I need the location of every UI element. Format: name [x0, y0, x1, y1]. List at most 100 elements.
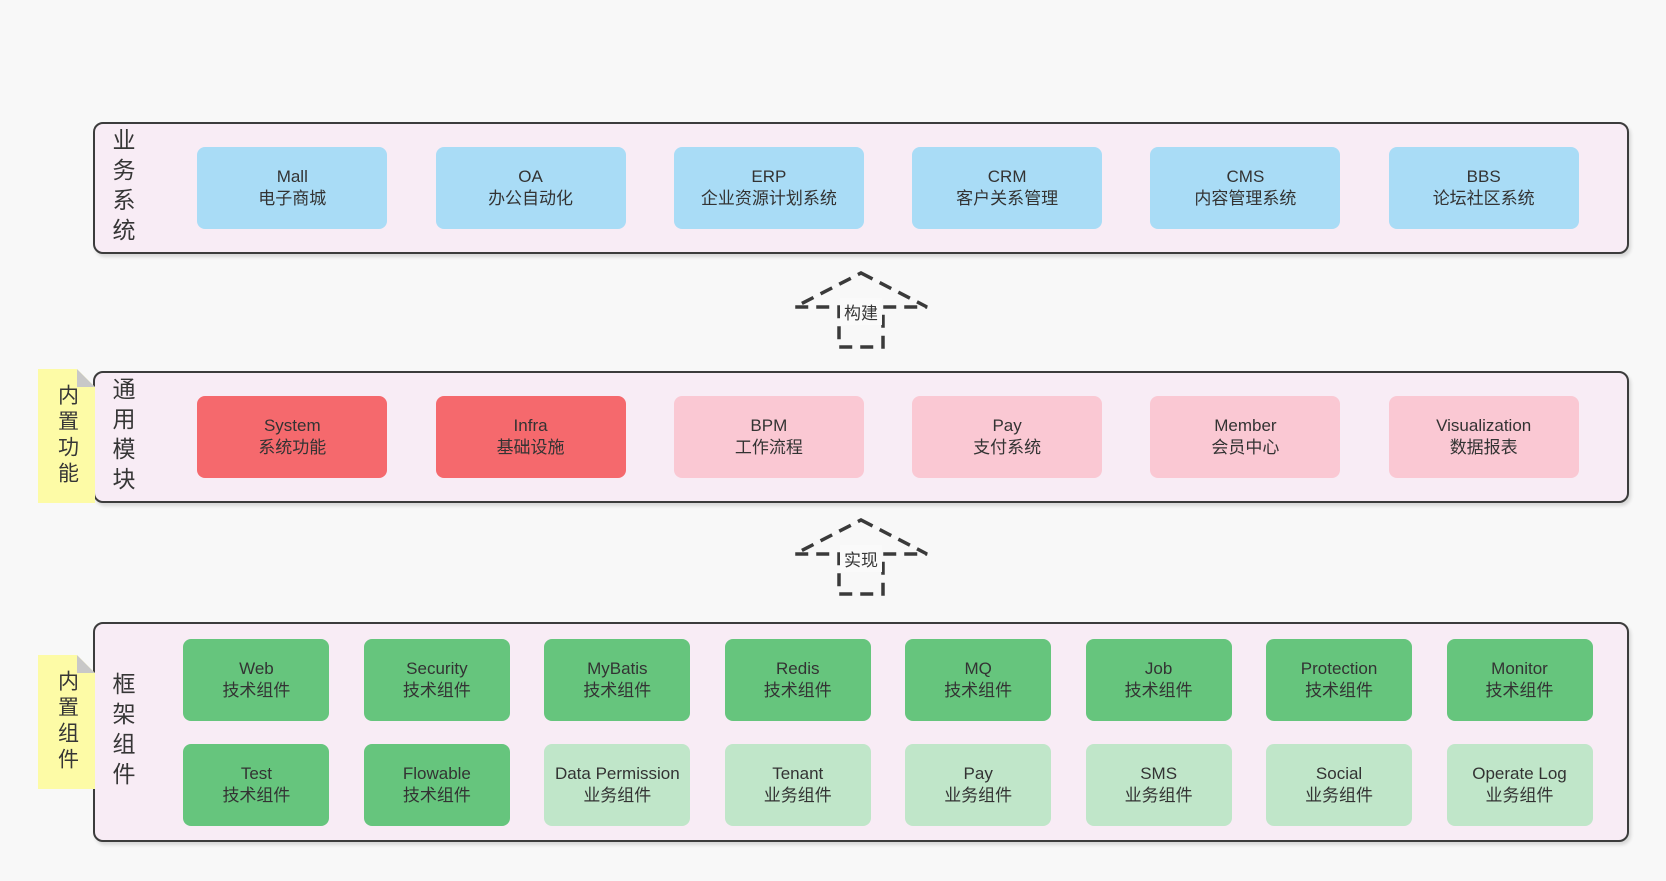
framework-components-row-2: Test 技术组件 Flowable 技术组件 Data Permission …: [149, 743, 1627, 826]
box-name: Pay: [963, 763, 993, 783]
box-mq: MQ 技术组件: [905, 638, 1052, 721]
box-desc: 技术组件: [944, 680, 1013, 700]
box-desc: 企业资源计划系统: [700, 189, 837, 208]
framework-components-row-1: Web 技术组件 Security 技术组件 MyBatis 技术组件 Redi…: [149, 638, 1627, 721]
box-member: Member 会员中心: [1150, 396, 1341, 478]
box-mybatis: MyBatis 技术组件: [544, 638, 691, 721]
band-label-business-systems: 业务系统: [95, 124, 149, 252]
build-arrow-label: 构建: [840, 298, 882, 325]
box-web: Web 技术组件: [183, 638, 330, 721]
box-name: Job: [1144, 658, 1173, 678]
implement-arrow: 实现: [791, 517, 931, 597]
box-security: Security 技术组件: [363, 638, 510, 721]
box-infra: Infra 基础设施: [435, 396, 626, 478]
box-desc: 客户关系管理: [956, 189, 1059, 208]
box-desc: 业务组件: [1485, 785, 1554, 805]
box-name: Security: [406, 658, 468, 678]
box-desc: 业务组件: [1124, 785, 1193, 805]
box-desc: 技术组件: [1485, 680, 1554, 700]
box-oa: OA 办公自动化: [435, 147, 626, 229]
box-desc: 业务组件: [763, 785, 832, 805]
box-bbs: BBS 论坛社区系统: [1388, 147, 1579, 229]
box-pay-component: Pay 业务组件: [905, 743, 1052, 826]
box-desc: 办公自动化: [488, 189, 574, 208]
business-systems-content: Mall 电子商城 OA 办公自动化 ERP 企业资源计划系统 CRM 客户关系…: [149, 124, 1627, 252]
box-flowable: Flowable 技术组件: [363, 743, 510, 826]
note-text: 内置功能: [55, 384, 79, 488]
box-name: BBS: [1466, 167, 1501, 186]
build-arrow: 构建: [791, 270, 931, 350]
up-arrow-icon: [794, 271, 928, 349]
box-name: Monitor: [1491, 658, 1548, 678]
box-name: ERP: [751, 167, 787, 186]
business-systems-row: Mall 电子商城 OA 办公自动化 ERP 企业资源计划系统 CRM 客户关系…: [149, 147, 1627, 229]
box-social: Social 业务组件: [1266, 743, 1413, 826]
box-name: Mall: [276, 167, 308, 186]
box-desc: 会员中心: [1211, 438, 1280, 457]
box-name: Member: [1214, 416, 1277, 435]
box-name: Visualization: [1436, 416, 1532, 435]
common-modules-band: 通用模块 System 系统功能 Infra 基础设施 BPM 工作流程 Pay: [93, 371, 1629, 503]
box-name: CMS: [1226, 167, 1265, 186]
box-bpm: BPM 工作流程: [673, 396, 864, 478]
box-system: System 系统功能: [197, 396, 388, 478]
box-name: BPM: [750, 416, 788, 435]
box-desc: 电子商城: [258, 189, 327, 208]
band-label-text: 通用模块: [109, 377, 135, 497]
box-desc: 技术组件: [402, 785, 471, 805]
box-desc: 基础设施: [496, 438, 565, 457]
box-monitor: Monitor 技术组件: [1446, 638, 1593, 721]
box-protection: Protection 技术组件: [1266, 638, 1413, 721]
box-name: CRM: [987, 167, 1027, 186]
builtin-components-note: 内置组件: [38, 655, 95, 789]
box-erp: ERP 企业资源计划系统: [673, 147, 864, 229]
box-name: Tenant: [772, 763, 824, 783]
box-name: OA: [518, 167, 543, 186]
box-name: MQ: [964, 658, 992, 678]
box-desc: 数据报表: [1449, 438, 1518, 457]
up-arrow-icon: [794, 518, 928, 596]
box-cms: CMS 内容管理系统: [1150, 147, 1341, 229]
box-desc: 业务组件: [1305, 785, 1374, 805]
band-label-common-modules: 通用模块: [95, 373, 149, 501]
box-desc: 技术组件: [222, 680, 291, 700]
box-tenant: Tenant 业务组件: [724, 743, 871, 826]
box-desc: 论坛社区系统: [1432, 189, 1535, 208]
band-label-framework-components: 框架组件: [95, 624, 149, 840]
box-name: System: [263, 416, 321, 435]
implement-arrow-label: 实现: [840, 545, 882, 572]
note-text: 内置组件: [55, 670, 79, 774]
box-desc: 技术组件: [763, 680, 832, 700]
box-desc: 支付系统: [973, 438, 1042, 457]
box-desc: 技术组件: [1124, 680, 1193, 700]
framework-components-content: Web 技术组件 Security 技术组件 MyBatis 技术组件 Redi…: [149, 624, 1627, 840]
box-desc: 工作流程: [734, 438, 803, 457]
common-modules-content: System 系统功能 Infra 基础设施 BPM 工作流程 Pay 支付系统…: [149, 373, 1627, 501]
box-desc: 技术组件: [402, 680, 471, 700]
box-test: Test 技术组件: [183, 743, 330, 826]
box-sms: SMS 业务组件: [1085, 743, 1232, 826]
box-job: Job 技术组件: [1085, 638, 1232, 721]
box-crm: CRM 客户关系管理: [912, 147, 1103, 229]
box-name: Redis: [776, 658, 820, 678]
box-name: Infra: [513, 416, 548, 435]
box-mall: Mall 电子商城: [197, 147, 388, 229]
box-name: Protection: [1300, 658, 1378, 678]
box-desc: 技术组件: [222, 785, 291, 805]
box-desc: 业务组件: [944, 785, 1013, 805]
box-name: Flowable: [402, 763, 471, 783]
box-operate-log: Operate Log 业务组件: [1446, 743, 1593, 826]
box-desc: 系统功能: [258, 438, 327, 457]
box-name: Test: [240, 763, 273, 783]
box-name: Social: [1315, 763, 1363, 783]
box-pay: Pay 支付系统: [912, 396, 1103, 478]
box-name: Pay: [992, 416, 1022, 435]
box-redis: Redis 技术组件: [724, 638, 871, 721]
box-name: MyBatis: [587, 658, 648, 678]
box-desc: 技术组件: [1305, 680, 1374, 700]
builtin-features-note: 内置功能: [38, 369, 95, 503]
box-name: Operate Log: [1472, 763, 1567, 783]
common-modules-row: System 系统功能 Infra 基础设施 BPM 工作流程 Pay 支付系统…: [149, 396, 1627, 478]
band-label-text: 框架组件: [109, 672, 135, 792]
